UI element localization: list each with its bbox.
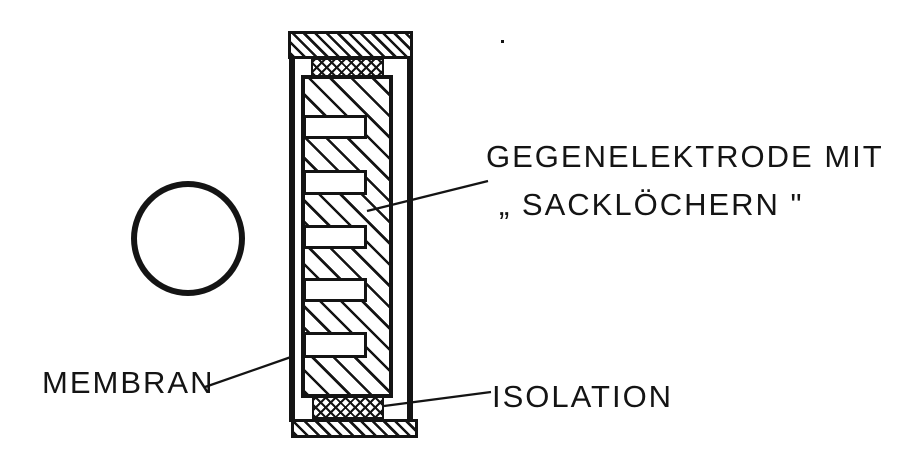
blind-hole — [303, 170, 367, 195]
bottom-cap-hatched — [291, 419, 418, 438]
scan-speck — [501, 40, 504, 43]
counter-electrode-label-line1: GEGENELEKTRODE MIT — [486, 139, 884, 174]
bottom-insulation-crosshatched — [312, 396, 384, 419]
membrane-label: MEMBRAN — [42, 365, 215, 400]
isolation-leader-line — [383, 390, 492, 408]
isolation-label: ISOLATION — [492, 379, 674, 414]
blind-hole — [303, 225, 367, 249]
housing-right-wall — [407, 56, 413, 422]
membrane-leader-line — [204, 355, 292, 389]
membrane-line — [289, 56, 295, 422]
capsule-front-view-circle — [131, 181, 245, 296]
blind-hole — [303, 115, 367, 139]
blind-hole — [303, 278, 367, 302]
counter-electrode-label-line2: „ SACKLÖCHERN " — [499, 187, 804, 222]
blind-hole — [303, 332, 367, 358]
top-cap-hatched — [288, 31, 413, 59]
